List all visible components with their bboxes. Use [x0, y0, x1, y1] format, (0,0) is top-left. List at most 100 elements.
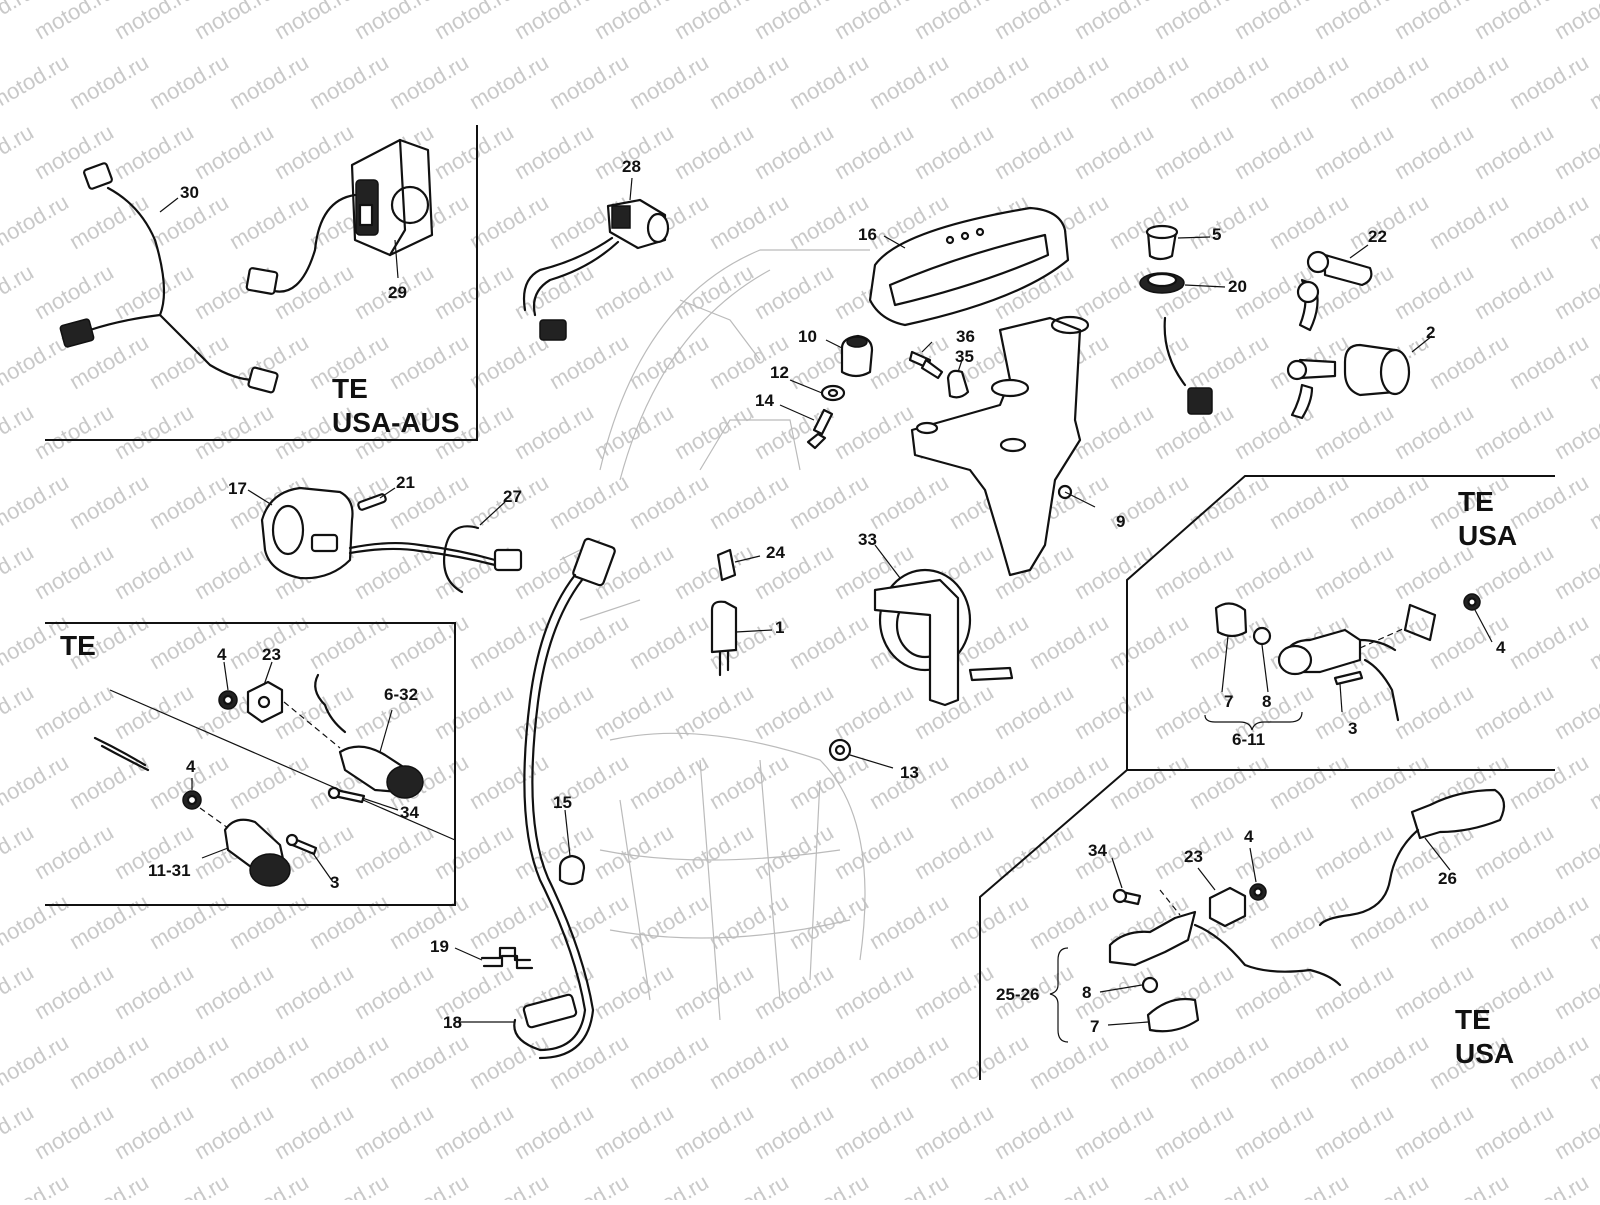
watermark-text: motod.ru [0, 679, 38, 744]
callout-7-lower: 7 [1090, 1017, 1099, 1036]
watermark-text: motod.ru [110, 259, 198, 324]
callout-3-upper: 3 [1348, 719, 1357, 738]
watermark-text: motod.ru [670, 539, 758, 604]
watermark-text: motod.ru [0, 469, 73, 534]
watermark-text: motod.ru [225, 1029, 313, 1094]
part-36-screw [908, 350, 944, 380]
watermark-text: motod.ru [1230, 1099, 1318, 1164]
callout-26: 26 [1438, 869, 1457, 888]
part-te-left-4-nut-lower [182, 790, 202, 810]
watermark-text: motod.ru [65, 49, 153, 114]
watermark-text: motod.ru [1185, 749, 1273, 814]
watermark-text: motod.ru [1105, 1029, 1193, 1094]
watermark-text: motod.ru [65, 469, 153, 534]
watermark-text: motod.ru [1505, 329, 1593, 394]
watermark-text: motod.ru [350, 0, 438, 44]
frame-te-left [45, 622, 456, 906]
watermark-text: motod.ru [705, 1029, 793, 1094]
watermark-text: motod.ru [785, 749, 873, 814]
watermark-text: motod.ru [1390, 259, 1478, 324]
watermark-text: motod.ru [270, 0, 358, 44]
watermark-text: motod.ru [830, 0, 918, 44]
watermark-text: motod.ru [1390, 679, 1478, 744]
watermark-text: motod.ru [670, 399, 758, 464]
watermark-text: motod.ru [670, 679, 758, 744]
watermark-text: motod.ru [1105, 609, 1193, 674]
watermark-text: motod.ru [1505, 1169, 1593, 1200]
watermark-text: motod.ru [0, 189, 73, 254]
watermark-text: motod.ru [0, 1169, 73, 1200]
callout-4-te-left-upper: 4 [217, 645, 227, 664]
callout-23-te-left: 23 [262, 645, 281, 664]
part-usa-upper-indicator [1277, 603, 1437, 722]
watermark-text: motod.ru [0, 329, 73, 394]
callout-19: 19 [430, 937, 449, 956]
watermark-text: motod.ru [65, 749, 153, 814]
watermark-text: motod.ru [350, 1099, 438, 1164]
watermark-text: motod.ru [1070, 539, 1158, 604]
watermark-text: motod.ru [0, 1099, 38, 1164]
watermark-text: motod.ru [1150, 1099, 1238, 1164]
watermark-text: motod.ru [430, 679, 518, 744]
watermark-text: motod.ru [865, 1029, 953, 1094]
callout-20: 20 [1228, 277, 1247, 296]
part-usa-lower-34-screw [1112, 888, 1142, 906]
callout-14: 14 [755, 391, 774, 410]
watermark-text: motod.ru [830, 119, 918, 184]
part-usa-upper-8-bulb [1252, 626, 1272, 646]
watermark-text: motod.ru [145, 609, 233, 674]
watermark-text: motod.ru [750, 679, 838, 744]
watermark-text: motod.ru [30, 679, 118, 744]
watermark-text: motod.ru [785, 1169, 873, 1200]
watermark-text: motod.ru [1230, 119, 1318, 184]
callout-13: 13 [900, 763, 919, 782]
watermark-text: motod.ru [1585, 889, 1600, 954]
watermark-text: motod.ru [305, 609, 393, 674]
watermark-text: motod.ru [190, 1099, 278, 1164]
watermark-text: motod.ru [270, 679, 358, 744]
watermark-text: motod.ru [1550, 0, 1600, 44]
watermark-text: motod.ru [910, 959, 998, 1024]
watermark-text: motod.ru [1070, 259, 1158, 324]
watermark-text: motod.ru [190, 119, 278, 184]
watermark-text: motod.ru [625, 469, 713, 534]
watermark-text: motod.ru [305, 49, 393, 114]
watermark-text: motod.ru [385, 49, 473, 114]
watermark-text: motod.ru [0, 259, 38, 324]
watermark-text: motod.ru [1470, 0, 1558, 44]
part-21-pin [357, 493, 387, 511]
watermark-text: motod.ru [750, 539, 838, 604]
region-label-te-left: TE [60, 630, 96, 661]
callout-23-lower: 23 [1184, 847, 1203, 866]
watermark-text: motod.ru [705, 1169, 793, 1200]
watermark-text: motod.ru [1070, 119, 1158, 184]
callout-22: 22 [1368, 227, 1387, 246]
watermark-text: motod.ru [190, 399, 278, 464]
watermark-text: motod.ru [1105, 329, 1193, 394]
svg-text:TE: TE [1455, 1004, 1491, 1035]
watermark-text: motod.ru [1585, 1029, 1600, 1094]
part-te-left-4-nut-upper [218, 690, 238, 710]
part-29-switch-box [245, 138, 434, 295]
watermark-text: motod.ru [510, 0, 598, 44]
watermark-text: motod.ru [1310, 119, 1398, 184]
watermark-text: motod.ru [590, 679, 678, 744]
watermark-text: motod.ru [1265, 749, 1353, 814]
watermark-text: motod.ru [1585, 749, 1600, 814]
region-label-te-usa-upper: TE USA [1458, 486, 1517, 551]
watermark-text: motod.ru [1070, 679, 1158, 744]
watermark-text: motod.ru [430, 1099, 518, 1164]
watermark-text: motod.ru [1310, 399, 1398, 464]
watermark-text: motod.ru [110, 119, 198, 184]
part-usa-lower-8-bulb [1141, 976, 1159, 994]
callout-6-11: 6-11 [1232, 730, 1265, 749]
callout-28: 28 [622, 157, 641, 176]
watermark-text: motod.ru [1185, 469, 1273, 534]
watermark-text: motod.ru [1310, 959, 1398, 1024]
watermark-text: motod.ru [750, 1099, 838, 1164]
watermark-text: motod.ru [110, 539, 198, 604]
watermark-text: motod.ru [305, 1169, 393, 1200]
watermark-text: motod.ru [30, 399, 118, 464]
part-usa-lower-26-indicator [1318, 788, 1506, 927]
watermark-text: motod.ru [945, 1169, 1033, 1200]
